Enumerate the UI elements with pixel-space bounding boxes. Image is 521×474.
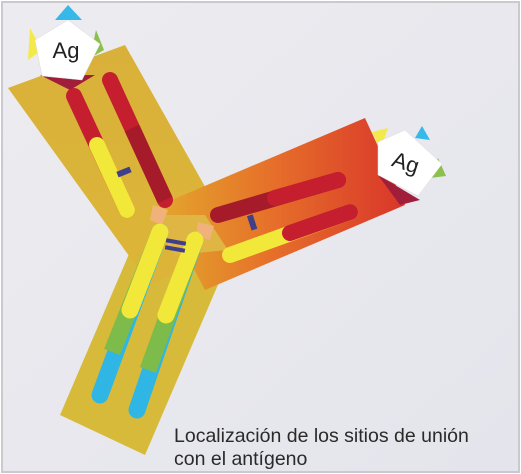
caption-line-2: con el antígeno: [174, 448, 308, 470]
antigen-yellow-facet: [372, 128, 388, 150]
caption-line-1: Localización de los sitios de unión: [174, 425, 469, 447]
antigen-cyan-facet: [415, 126, 430, 140]
left-heavy-chain-ch1: [124, 124, 173, 204]
antigen-maroon-facet: [378, 175, 420, 205]
caption: Localización de los sitios de unión con …: [174, 425, 514, 471]
stem-right-hinge-segment: [157, 231, 204, 324]
right-light-chain-variable: [282, 204, 358, 241]
stem-left-hinge-segment: [121, 223, 169, 319]
hinge-disulfide-bond-2: [164, 245, 186, 253]
antigen-label-top-left: Ag: [53, 38, 80, 63]
antigen-top-left: Ag: [28, 5, 104, 90]
antigen-right: Ag: [372, 126, 446, 205]
antigen-diamond: [34, 19, 101, 81]
right-arm-disulfide-bond: [246, 214, 258, 231]
right-heavy-chain-variable: [267, 172, 346, 206]
left-arm-disulfide-bond: [116, 166, 132, 178]
antigen-diamond: [377, 129, 443, 197]
hinge-disulfide-bond-1: [165, 238, 187, 246]
antigen-cyan-facet: [55, 5, 82, 20]
left-light-chain-constant: [89, 137, 135, 218]
hinge-connector-left: [150, 205, 168, 225]
